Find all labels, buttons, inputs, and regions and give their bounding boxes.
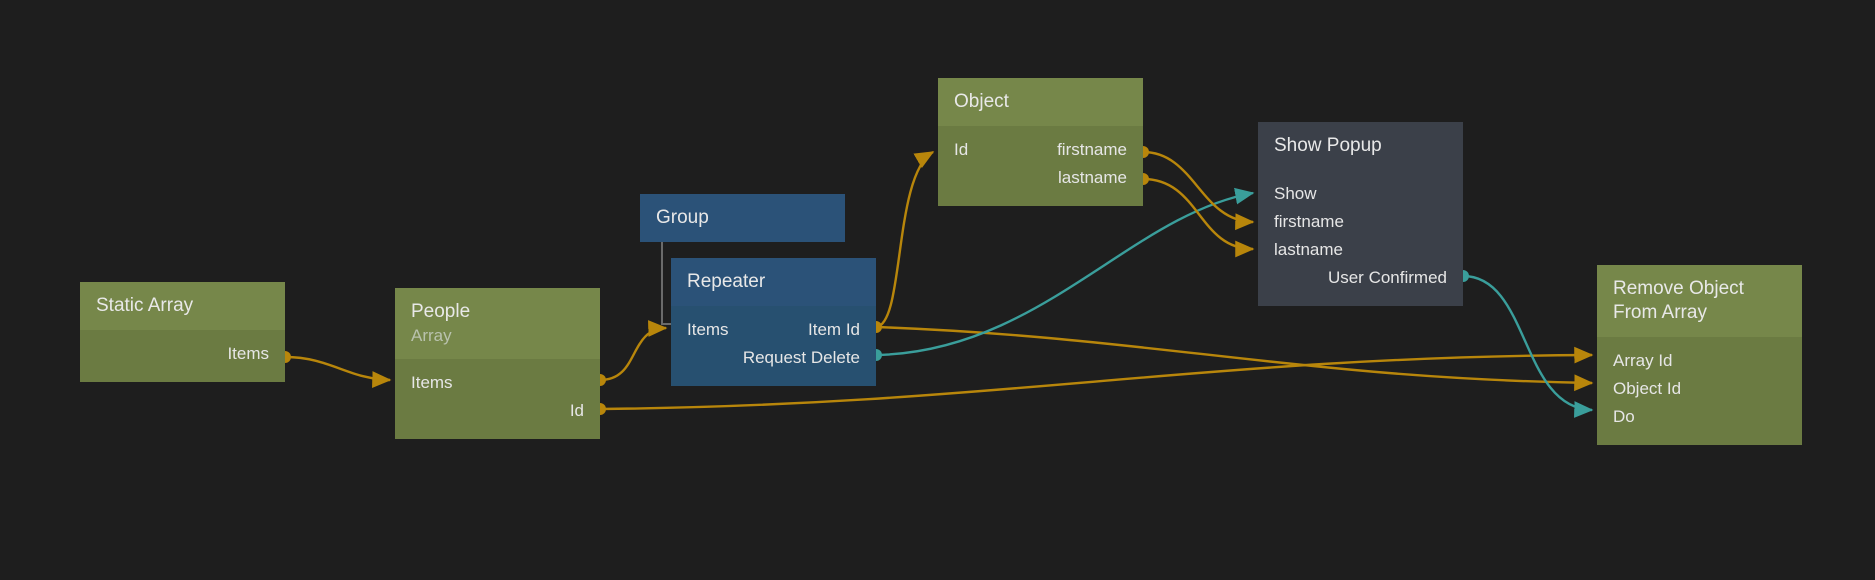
node-title-text: Static Array (96, 295, 194, 316)
node-title-text: Remove Object From Array (1613, 278, 1744, 323)
port-row-user-confirmed-out[interactable]: User Confirmed (1258, 264, 1463, 292)
node-ports-static-array: Items (80, 330, 285, 382)
node-show-popup[interactable]: Show Popup Show firstname lastname User … (1258, 122, 1463, 306)
node-ports-show-popup: Show firstname lastname User Confirmed (1258, 170, 1463, 306)
wire-object-firstname-to-showpopup-firstname (1137, 146, 1255, 231)
node-title-group: Group (640, 194, 845, 242)
port-label-user-confirmed: User Confirmed (1327, 268, 1447, 287)
node-static-array[interactable]: Static Array Items (80, 282, 285, 382)
node-title-object: Object (938, 78, 1143, 126)
node-title-text: People (411, 301, 471, 322)
port-row-items-out[interactable]: Items (80, 340, 285, 368)
port-row-request-delete-out[interactable]: Request Delete (671, 344, 876, 372)
wire-showpopup-userconfirmed-to-remove-do (1457, 270, 1594, 418)
node-subtitle-text: Array (411, 326, 452, 345)
node-title-text: Repeater (687, 271, 766, 292)
node-ports-remove-object-from-array: Array Id Object Id Do (1597, 337, 1802, 445)
port-row-items-in[interactable]: Items Item Id (671, 316, 876, 344)
node-title-static-array: Static Array (80, 282, 285, 330)
node-title-show-popup: Show Popup (1258, 122, 1463, 170)
node-repeater[interactable]: Repeater Items Item Id Request Delete (671, 258, 876, 386)
wire-people-items-to-repeater-items (594, 320, 668, 386)
tree-connector-horizontal (661, 323, 673, 325)
node-ports-people: Items Id (395, 359, 600, 439)
node-people[interactable]: People Array Items Id (395, 288, 600, 439)
node-remove-object-from-array[interactable]: Remove Object From Array Array Id Object… (1597, 265, 1802, 445)
port-label-array-id: Array Id (1613, 351, 1673, 370)
port-label-request-delete: Request Delete (742, 348, 860, 367)
port-label-firstname: firstname (1057, 140, 1127, 159)
port-row-lastname-out[interactable]: lastname (938, 164, 1143, 192)
port-row-object-id-in[interactable]: Object Id (1597, 375, 1802, 403)
port-row-do-in[interactable]: Do (1597, 403, 1802, 431)
wire-repeater-itemid-to-object-id (875, 150, 935, 329)
port-label-do: Do (1613, 407, 1635, 426)
node-object[interactable]: Object Id firstname lastname (938, 78, 1143, 206)
tree-connector-vertical (661, 242, 663, 324)
port-label-items: Items (687, 320, 729, 339)
port-row-id-in[interactable]: Id firstname (938, 136, 1143, 164)
port-label-id: Id (569, 401, 584, 420)
node-title-text: Show Popup (1274, 135, 1382, 156)
port-label-lastname: lastname (1058, 168, 1127, 187)
port-label-object-id: Object Id (1613, 379, 1682, 398)
wire-object-lastname-to-showpopup-lastname (1137, 173, 1255, 258)
node-title-remove-object-from-array: Remove Object From Array (1597, 265, 1802, 337)
port-row-firstname-in[interactable]: firstname (1258, 208, 1463, 236)
node-ports-repeater: Items Item Id Request Delete (671, 306, 876, 386)
node-title-people: People Array (395, 288, 600, 359)
port-row-id-out[interactable]: Id (395, 397, 600, 425)
node-title-text: Group (656, 207, 709, 228)
port-row-lastname-in[interactable]: lastname (1258, 236, 1463, 264)
port-label-firstname: firstname (1274, 212, 1344, 231)
port-label-show: Show (1274, 184, 1317, 203)
node-ports-object: Id firstname lastname (938, 126, 1143, 206)
port-row-show-in[interactable]: Show (1258, 180, 1463, 208)
port-label-items: Items (411, 373, 453, 392)
node-title-text: Object (954, 91, 1009, 112)
wire-repeater-requestdelete-to-showpopup-show (870, 187, 1255, 361)
port-label-id: Id (954, 140, 969, 159)
port-label-lastname: lastname (1274, 240, 1343, 259)
node-group[interactable]: Group (640, 194, 845, 242)
port-label-items: Items (227, 344, 269, 363)
wire-repeater-itemid-to-remove-objectid (870, 321, 1594, 392)
node-title-repeater: Repeater (671, 258, 876, 306)
port-row-items-in[interactable]: Items (395, 369, 600, 397)
port-label-item-id: Item Id (808, 320, 860, 339)
port-row-array-id-in[interactable]: Array Id (1597, 347, 1802, 375)
wire-static-array-items-to-people-items (279, 351, 392, 388)
